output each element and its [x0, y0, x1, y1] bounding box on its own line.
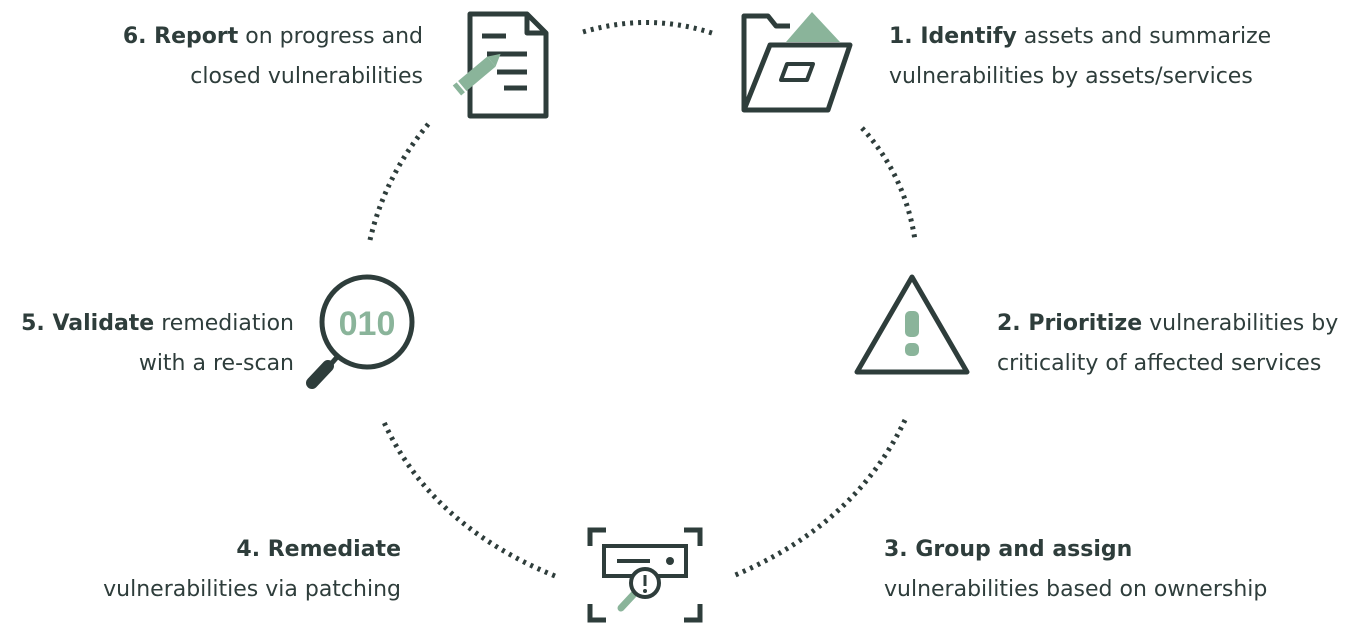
step-identify-line2: vulnerabilities by assets/services [889, 64, 1253, 89]
step-group-assign-line1: 3. Group and assign [884, 530, 1267, 570]
folder-icon [741, 12, 853, 113]
connector-2-to-3 [732, 418, 908, 579]
step-validate: 5. Validate remediation with a re-scan [21, 304, 294, 384]
step-validate-rest: remediation [154, 311, 294, 336]
step-prioritize-title: 2. Prioritize [997, 311, 1143, 336]
warning-triangle-icon [854, 274, 970, 375]
step-prioritize-line2: criticality of affected services [997, 351, 1322, 376]
step-identify: 1. Identify assets and summarize vulnera… [889, 17, 1271, 97]
step-prioritize-rest: vulnerabilities by [1142, 311, 1339, 336]
step-report-title: 6. Report [122, 24, 239, 49]
connector-6-to-1 [582, 20, 716, 37]
connector-3-to-4 [380, 418, 556, 579]
magnifier-binary-icon: 010 [306, 274, 415, 389]
step-validate-line1: 5. Validate remediation [21, 304, 294, 344]
connector-4-to-5 [367, 120, 432, 241]
document-pencil-icon [452, 11, 549, 119]
cycle-connectors [367, 20, 918, 579]
step-group-assign: 3. Group and assign vulnerabilities base… [884, 530, 1267, 610]
magnifier-binary-text: 010 [339, 305, 396, 343]
step-report: 6. Report on progress and closed vulnera… [123, 17, 423, 97]
step-report-line1: 6. Report on progress and [123, 17, 423, 57]
step-remediate-title: 4. Remediate [236, 537, 401, 562]
step-identify-title: 1. Identify [889, 24, 1017, 49]
step-group-assign-line2: vulnerabilities based on ownership [884, 577, 1268, 602]
step-report-rest: on progress and [238, 24, 423, 49]
step-validate-line2: with a re-scan [138, 351, 294, 376]
scan-assign-icon [587, 527, 703, 623]
step-remediate-line2: vulnerabilities via patching [103, 577, 401, 602]
step-prioritize-line1: 2. Prioritize vulnerabilities by [997, 304, 1338, 344]
step-validate-title: 5. Validate [21, 311, 155, 336]
step-prioritize: 2. Prioritize vulnerabilities by critica… [997, 304, 1338, 384]
step-report-line2: closed vulnerabilities [190, 64, 423, 89]
step-group-assign-title: 3. Group and assign [884, 537, 1133, 562]
step-remediate: 4. Remediate vulnerabilities via patchin… [103, 530, 401, 610]
connector-1-to-2 [860, 126, 918, 241]
step-remediate-line1: 4. Remediate [103, 530, 401, 570]
step-identify-line1: 1. Identify assets and summarize [889, 17, 1271, 57]
step-identify-rest: assets and summarize [1016, 24, 1272, 49]
